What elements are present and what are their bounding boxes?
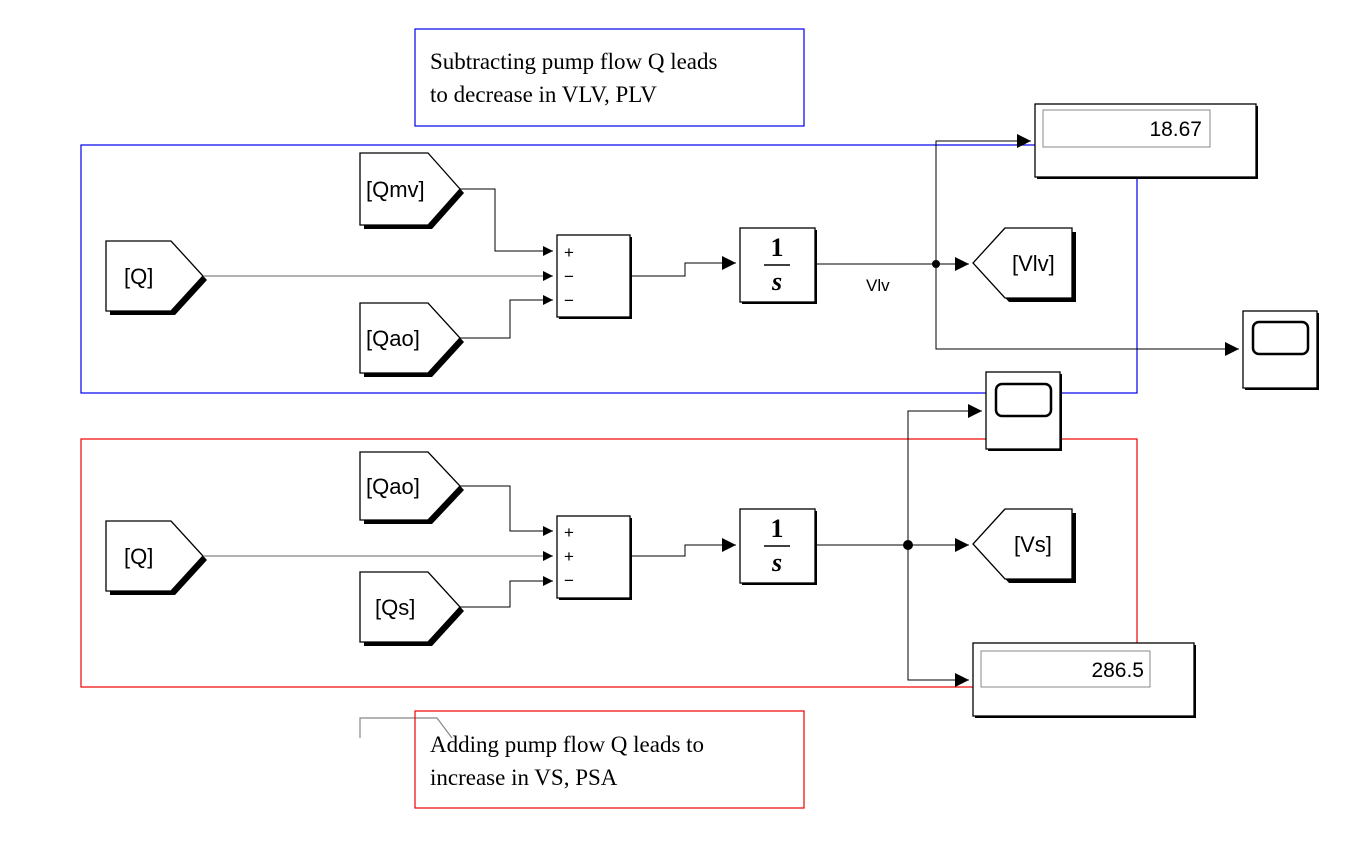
annotation-bottom-line-2: increase in VS, PSA (430, 765, 618, 790)
from-block-q-top-label: [Q] (124, 264, 153, 289)
sum-block-top[interactable]: + − − (556, 234, 632, 319)
annotation-bottom[interactable]: Adding pump flow Q leads to increase in … (359, 710, 805, 809)
display-bottom-field (980, 650, 1151, 688)
branch-point-top (932, 260, 940, 268)
integrator-block-bottom[interactable]: 1 s (739, 508, 817, 585)
area-top[interactable] (80, 144, 1138, 394)
sum-bottom-sign-2: + (564, 547, 574, 566)
integrator-top-numerator: 1 (771, 233, 784, 262)
wire-vs-to-display[interactable] (907, 545, 969, 687)
scope-block-bottom[interactable] (985, 371, 1062, 451)
scope-block-top[interactable] (1242, 310, 1319, 390)
annotation-bottom-tab (359, 717, 453, 739)
sum-top-sign-1: + (564, 243, 574, 262)
branch-point-bottom (903, 540, 913, 550)
annotation-top-border (414, 28, 805, 127)
goto-block-vlv[interactable]: [Vlv] (972, 227, 1076, 302)
area-bottom[interactable] (80, 438, 1138, 688)
wire-vs-to-scope[interactable] (907, 404, 982, 545)
wire-qmv-to-sum[interactable] (460, 188, 553, 256)
display-block-bottom[interactable]: 286.5 (972, 642, 1196, 718)
from-block-qao-bottom[interactable]: [Qao] (359, 451, 464, 524)
scope-bottom-screen-icon (994, 382, 1053, 418)
annotation-top-line-1: Subtracting pump flow Q leads (430, 49, 718, 74)
wire-qao-to-sum-bottom[interactable] (460, 485, 553, 536)
from-block-q-top[interactable]: [Q] (105, 240, 207, 315)
wire-sum-to-integrator-bottom[interactable] (630, 538, 736, 557)
from-block-qmv-label: [Qmv] (366, 177, 425, 202)
integrator-bottom-denominator: s (771, 548, 782, 577)
from-block-qao-bottom-label: [Qao] (366, 474, 420, 499)
from-block-qs-label: [Qs] (375, 595, 415, 620)
wire-qs-to-sum-bottom[interactable] (460, 576, 553, 608)
integrator-bottom-numerator: 1 (771, 514, 784, 543)
wire-sum-to-integrator-top[interactable] (630, 256, 736, 277)
goto-block-vs-label: [Vs] (1014, 532, 1052, 557)
scope-top-screen-icon (1251, 320, 1310, 356)
sum-top-sign-2: − (564, 267, 574, 286)
display-bottom-value: 286.5 (1091, 659, 1144, 682)
sum-bottom-sign-3: − (564, 571, 574, 590)
from-block-q-bottom-label: [Q] (124, 544, 153, 569)
integrator-top-denominator: s (771, 267, 782, 296)
sum-bottom-sign-1: + (564, 523, 574, 542)
wire-vlv-to-scope[interactable] (935, 264, 1239, 356)
from-block-qmv[interactable]: [Qmv] (359, 152, 464, 229)
integrator-block-top[interactable]: 1 s (739, 227, 817, 304)
goto-block-vlv-label: [Vlv] (1012, 251, 1055, 276)
sum-top-sign-3: − (564, 291, 574, 310)
from-block-q-bottom[interactable]: [Q] (105, 520, 207, 595)
goto-block-vs[interactable]: [Vs] (972, 508, 1076, 583)
annotation-bottom-border (414, 710, 805, 809)
annotation-top[interactable]: Subtracting pump flow Q leads to decreas… (414, 28, 805, 127)
from-block-qao-top[interactable]: [Qao] (359, 302, 464, 377)
display-top-field (1042, 109, 1211, 148)
wire-vlv-to-display[interactable] (935, 134, 1031, 264)
from-block-qs[interactable]: [Qs] (359, 571, 464, 646)
signal-label-vlv[interactable]: Vlv (866, 276, 890, 295)
sum-block-bottom[interactable]: + + − (556, 515, 632, 600)
wire-qao-to-sum-top[interactable] (460, 295, 553, 339)
from-block-qao-top-label: [Qao] (366, 326, 420, 351)
display-top-value: 18.67 (1149, 118, 1202, 141)
annotation-top-line-2: to decrease in VLV, PLV (430, 82, 657, 107)
display-block-top[interactable]: 18.67 (1034, 103, 1258, 179)
annotation-bottom-line-1: Adding pump flow Q leads to (430, 732, 704, 757)
